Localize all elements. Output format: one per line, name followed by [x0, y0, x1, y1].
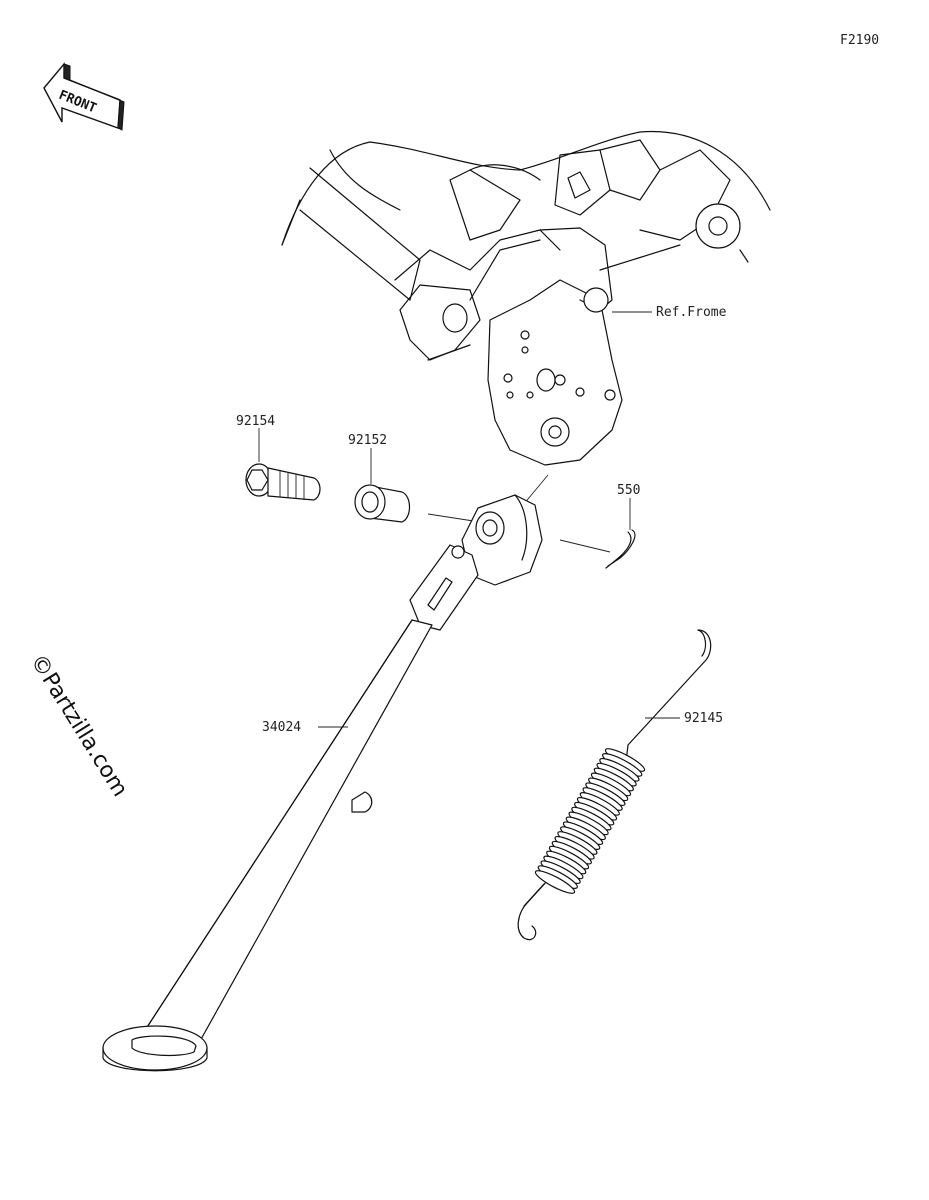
figure-code: F2190: [840, 33, 879, 48]
mount-axis-line: [522, 474, 549, 506]
collar-92152-drawing: [354, 484, 411, 523]
spring-coil: [534, 870, 576, 894]
cotter-pin-550-drawing: [605, 529, 636, 569]
bolt-92154-drawing: [245, 463, 321, 501]
part-number-34024: 34024: [262, 720, 301, 735]
ref-frame-label: Ref.Frome: [656, 305, 727, 320]
watermark-text: ©Partzilla.com: [25, 650, 132, 801]
part-number-92152: 92152: [348, 433, 387, 448]
part-number-92145: 92145: [684, 711, 723, 726]
part-number-550: 550: [617, 483, 640, 498]
side-stand-34024-drawing: [102, 494, 543, 1072]
frame-drawing: [281, 130, 771, 466]
spring-92145-drawing: [517, 629, 712, 941]
front-arrow-icon: FRONT: [43, 62, 125, 131]
pin-axis-line: [559, 539, 611, 553]
part-number-92154: 92154: [236, 414, 275, 429]
